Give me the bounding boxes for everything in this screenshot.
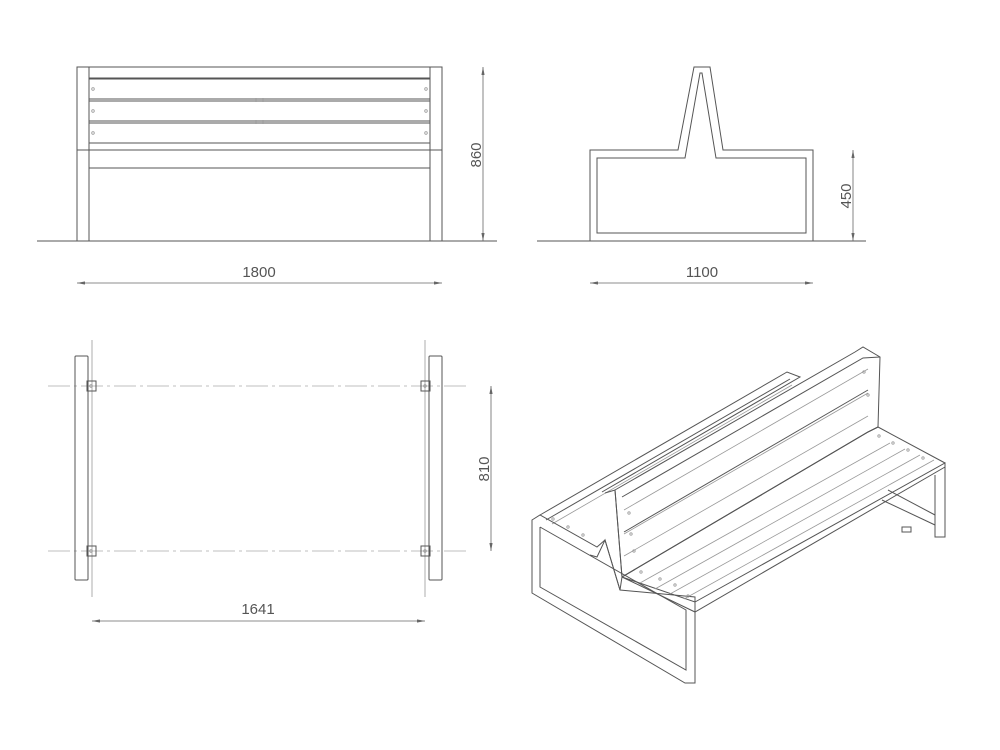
height-dimension-label: 860: [468, 142, 485, 167]
seat-height-dimension-label: 450: [838, 183, 855, 208]
side-view: 450 1100: [537, 66, 866, 285]
bolt-heads: [551, 370, 925, 598]
front-view: 860 1800: [37, 66, 497, 285]
anchor-length-dimension-label: 1641: [241, 601, 274, 618]
side-frame-outline: [589, 66, 814, 242]
seat-rail: [88, 149, 431, 169]
side-frame-inner: [596, 72, 807, 234]
isometric-bench-view: [531, 346, 946, 684]
left-frame-plan: [74, 355, 89, 581]
top-view: 810 1641: [48, 340, 493, 623]
right-leg: [429, 66, 443, 242]
left-leg: [76, 66, 90, 242]
anchor-plates: [86, 380, 431, 557]
depth-dimension-label: 1100: [686, 264, 718, 281]
anchor-depth-dimension-label: 810: [476, 456, 493, 481]
left-end-frame: [531, 514, 696, 684]
backrest-slats: [88, 78, 431, 144]
right-frame-plan: [428, 355, 443, 581]
width-dimension-label: 1800: [242, 264, 275, 281]
